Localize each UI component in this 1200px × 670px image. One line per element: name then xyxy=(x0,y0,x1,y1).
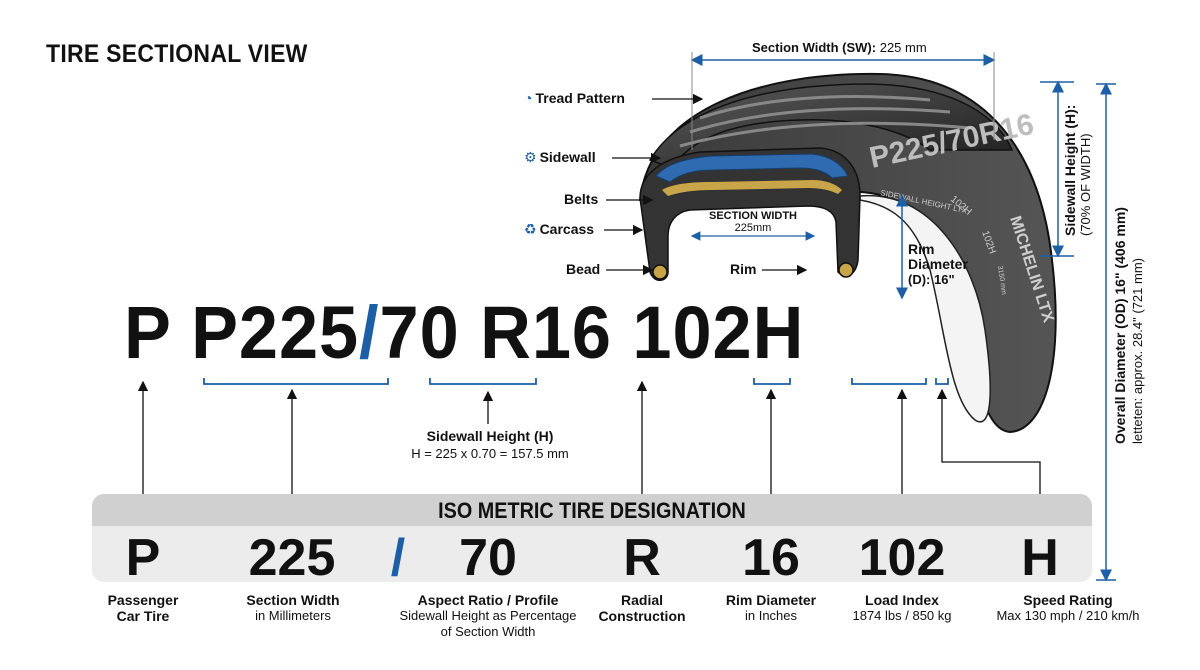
code-width: P225 xyxy=(191,291,360,374)
callout-bead: Bead xyxy=(566,261,600,277)
segment-value-width: 225 xyxy=(248,529,336,587)
segment-label-speed-title: Speed Rating xyxy=(1023,592,1113,608)
cross-section-width-value: 225mm xyxy=(734,222,772,234)
code-slash: / xyxy=(359,291,380,374)
rim-diameter-line3: (D): 16" xyxy=(908,272,955,287)
segment-value-load: 102 xyxy=(858,529,946,587)
code-ratio: 70 xyxy=(379,291,460,374)
page-title: TIRE SECTIONAL VIEW xyxy=(46,40,308,68)
segment-label-ratio-sub2: of Section Width xyxy=(440,624,536,639)
callout-carcass-label: Carcass xyxy=(539,221,595,237)
sidewall-height-vertical-line1: Sidewall Height (H): xyxy=(1062,104,1078,236)
segment-value-rim: 16 xyxy=(742,529,800,587)
tire-illustration xyxy=(638,72,1057,434)
sidewall-height-vertical-label: Sidewall Height (H): (70% OF WIDTH) xyxy=(1062,105,1094,236)
callout-rim: Rim xyxy=(730,261,756,277)
segment-label-construction: Radial Construction xyxy=(598,592,685,624)
designation-band-header xyxy=(92,494,1092,526)
cross-section-width-label: SECTION WIDTH 225mm xyxy=(709,210,797,234)
code-service: 102H xyxy=(632,291,805,374)
gear-icon: ⚙ xyxy=(524,149,537,165)
section-width-dimension xyxy=(690,52,996,150)
overall-diameter-line1: Overall Diameter (OD) 16" (406 mm) xyxy=(1112,207,1128,444)
designation-arrows xyxy=(137,380,1041,494)
segment-value-construction: R xyxy=(623,529,661,587)
segment-label-rim-sub: in Inches xyxy=(744,608,798,623)
segment-value-type: P xyxy=(125,529,161,587)
section-width-value: 225 mm xyxy=(879,40,927,55)
tire-code-line: P P225/70 R16 102H xyxy=(124,290,804,375)
sidewall-height-dimension xyxy=(1040,80,1074,258)
sidewall-formula-title: Sidewall Height (H) xyxy=(426,428,554,444)
segment-label-ratio: Aspect Ratio / Profile Sidewall Height a… xyxy=(399,592,576,640)
rim-diameter-line1: Rim xyxy=(908,241,935,257)
segment-label-width: Section Width in Millimeters xyxy=(246,592,339,624)
gauge-icon: ◔ xyxy=(524,90,533,106)
segment-label-width-title: Section Width xyxy=(246,592,340,608)
overall-diameter-dimension xyxy=(1096,82,1116,582)
cross-section-width-caption: SECTION WIDTH xyxy=(709,210,797,222)
tire-small-marking-4: 3150 mm xyxy=(996,265,1007,295)
overall-diameter-line2: letteten: approx. 28.4" (721 mm) xyxy=(1130,258,1145,444)
segment-label-load: Load Index 1874 lbs / 850 kg xyxy=(852,592,951,624)
segment-label-ratio-sub: Sidewall Height as Percentage xyxy=(399,608,577,623)
segment-label-construction-title: Radial xyxy=(620,592,664,608)
overall-diameter-label: Overall Diameter (OD) 16" (406 mm) lette… xyxy=(1112,207,1146,444)
code-rim: R16 xyxy=(480,291,612,374)
segment-value-slash: / xyxy=(390,529,406,587)
segment-label-load-title: Load Index xyxy=(865,592,939,608)
section-width-caption: Section Width (SW): xyxy=(752,40,877,55)
segment-value-ratio: 70 xyxy=(459,529,517,587)
designation-band-body xyxy=(92,526,1092,582)
sidewall-formula-value: H = 225 x 0.70 = 157.5 mm xyxy=(411,446,569,461)
sidewall-formula: Sidewall Height (H) H = 225 x 0.70 = 157… xyxy=(411,428,569,462)
callout-leaders xyxy=(604,93,808,276)
segment-label-rim-title: Rim Diameter xyxy=(725,592,817,608)
callout-bead-label: Bead xyxy=(566,261,601,277)
segment-label-type-sub: Car Tire xyxy=(116,608,170,624)
section-width-label: Section Width (SW): 225 mm xyxy=(752,40,927,55)
callout-rim-label: Rim xyxy=(730,261,757,277)
segment-label-load-sub: 1874 lbs / 850 kg xyxy=(852,608,952,623)
segment-label-rim: Rim Diameter in Inches xyxy=(726,592,816,624)
callout-tread-pattern: ◔Tread Pattern xyxy=(524,90,625,106)
code-brackets xyxy=(203,378,949,385)
segment-label-construction-sub: Construction xyxy=(598,608,686,624)
callout-carcass: ♻Carcass xyxy=(524,221,594,238)
segment-label-speed-sub: Max 130 mph / 210 km/h xyxy=(996,608,1140,623)
callout-belts: Belts xyxy=(564,191,598,207)
segment-value-speed: H xyxy=(1021,529,1059,587)
segment-label-width-sub: in Millimeters xyxy=(255,608,331,623)
callout-sidewall-label: Sidewall xyxy=(539,149,596,165)
sidewall-height-vertical-line2: (70% OF WIDTH) xyxy=(1078,133,1093,236)
rim-diameter-line2: Diameter xyxy=(908,256,968,272)
code-prefix: P xyxy=(124,291,171,374)
segment-label-ratio-title: Aspect Ratio / Profile xyxy=(417,592,559,608)
callout-tread-label: Tread Pattern xyxy=(535,90,625,106)
designation-band-title: ISO METRIC TIRE DESIGNATION xyxy=(438,498,746,523)
callout-sidewall: ⚙Sidewall xyxy=(524,149,596,166)
carcass-icon: ♻ xyxy=(524,221,537,237)
callout-belts-label: Belts xyxy=(564,191,599,207)
segment-label-speed: Speed Rating Max 130 mph / 210 km/h xyxy=(996,592,1139,624)
rim-diameter-label: Rim Diameter (D): 16" xyxy=(908,241,968,288)
segment-label-type: Passenger Car Tire xyxy=(108,592,179,624)
segment-label-type-title: Passenger xyxy=(107,592,179,608)
